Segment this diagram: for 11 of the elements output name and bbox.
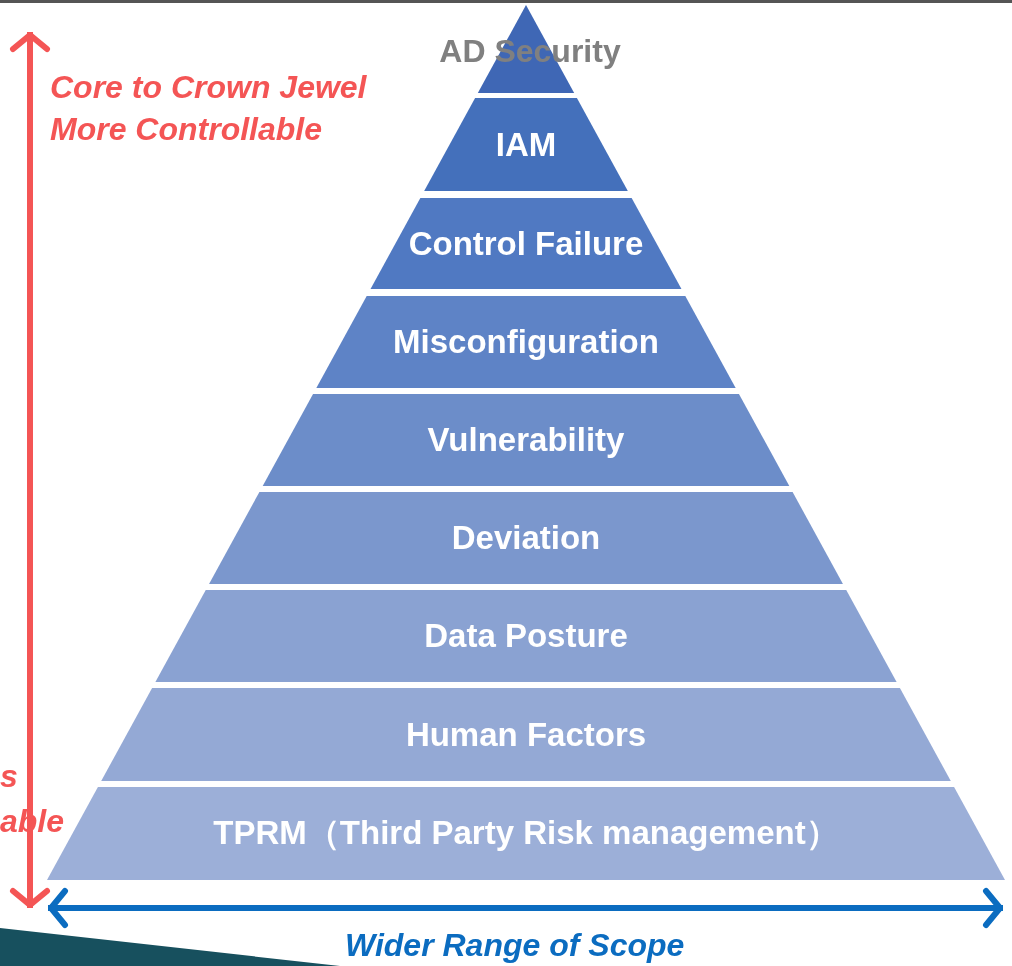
- tier-label: Data Posture: [424, 617, 628, 655]
- tier-label: IAM: [495, 125, 557, 164]
- tier-label: Deviation: [451, 519, 601, 557]
- tier-label: Control Failure: [408, 224, 644, 263]
- tier-label: TPRM（Third Party Risk management）: [213, 813, 839, 853]
- tier-label: Vulnerability: [427, 421, 625, 459]
- axis-label: Core to Crown Jewel More Controllable: [50, 68, 368, 149]
- tier-label: Misconfiguration: [393, 323, 659, 361]
- axis-label: s: [0, 757, 18, 796]
- tier-label: Human Factors: [405, 715, 647, 754]
- axis-label: Wider Range of Scope: [345, 926, 685, 965]
